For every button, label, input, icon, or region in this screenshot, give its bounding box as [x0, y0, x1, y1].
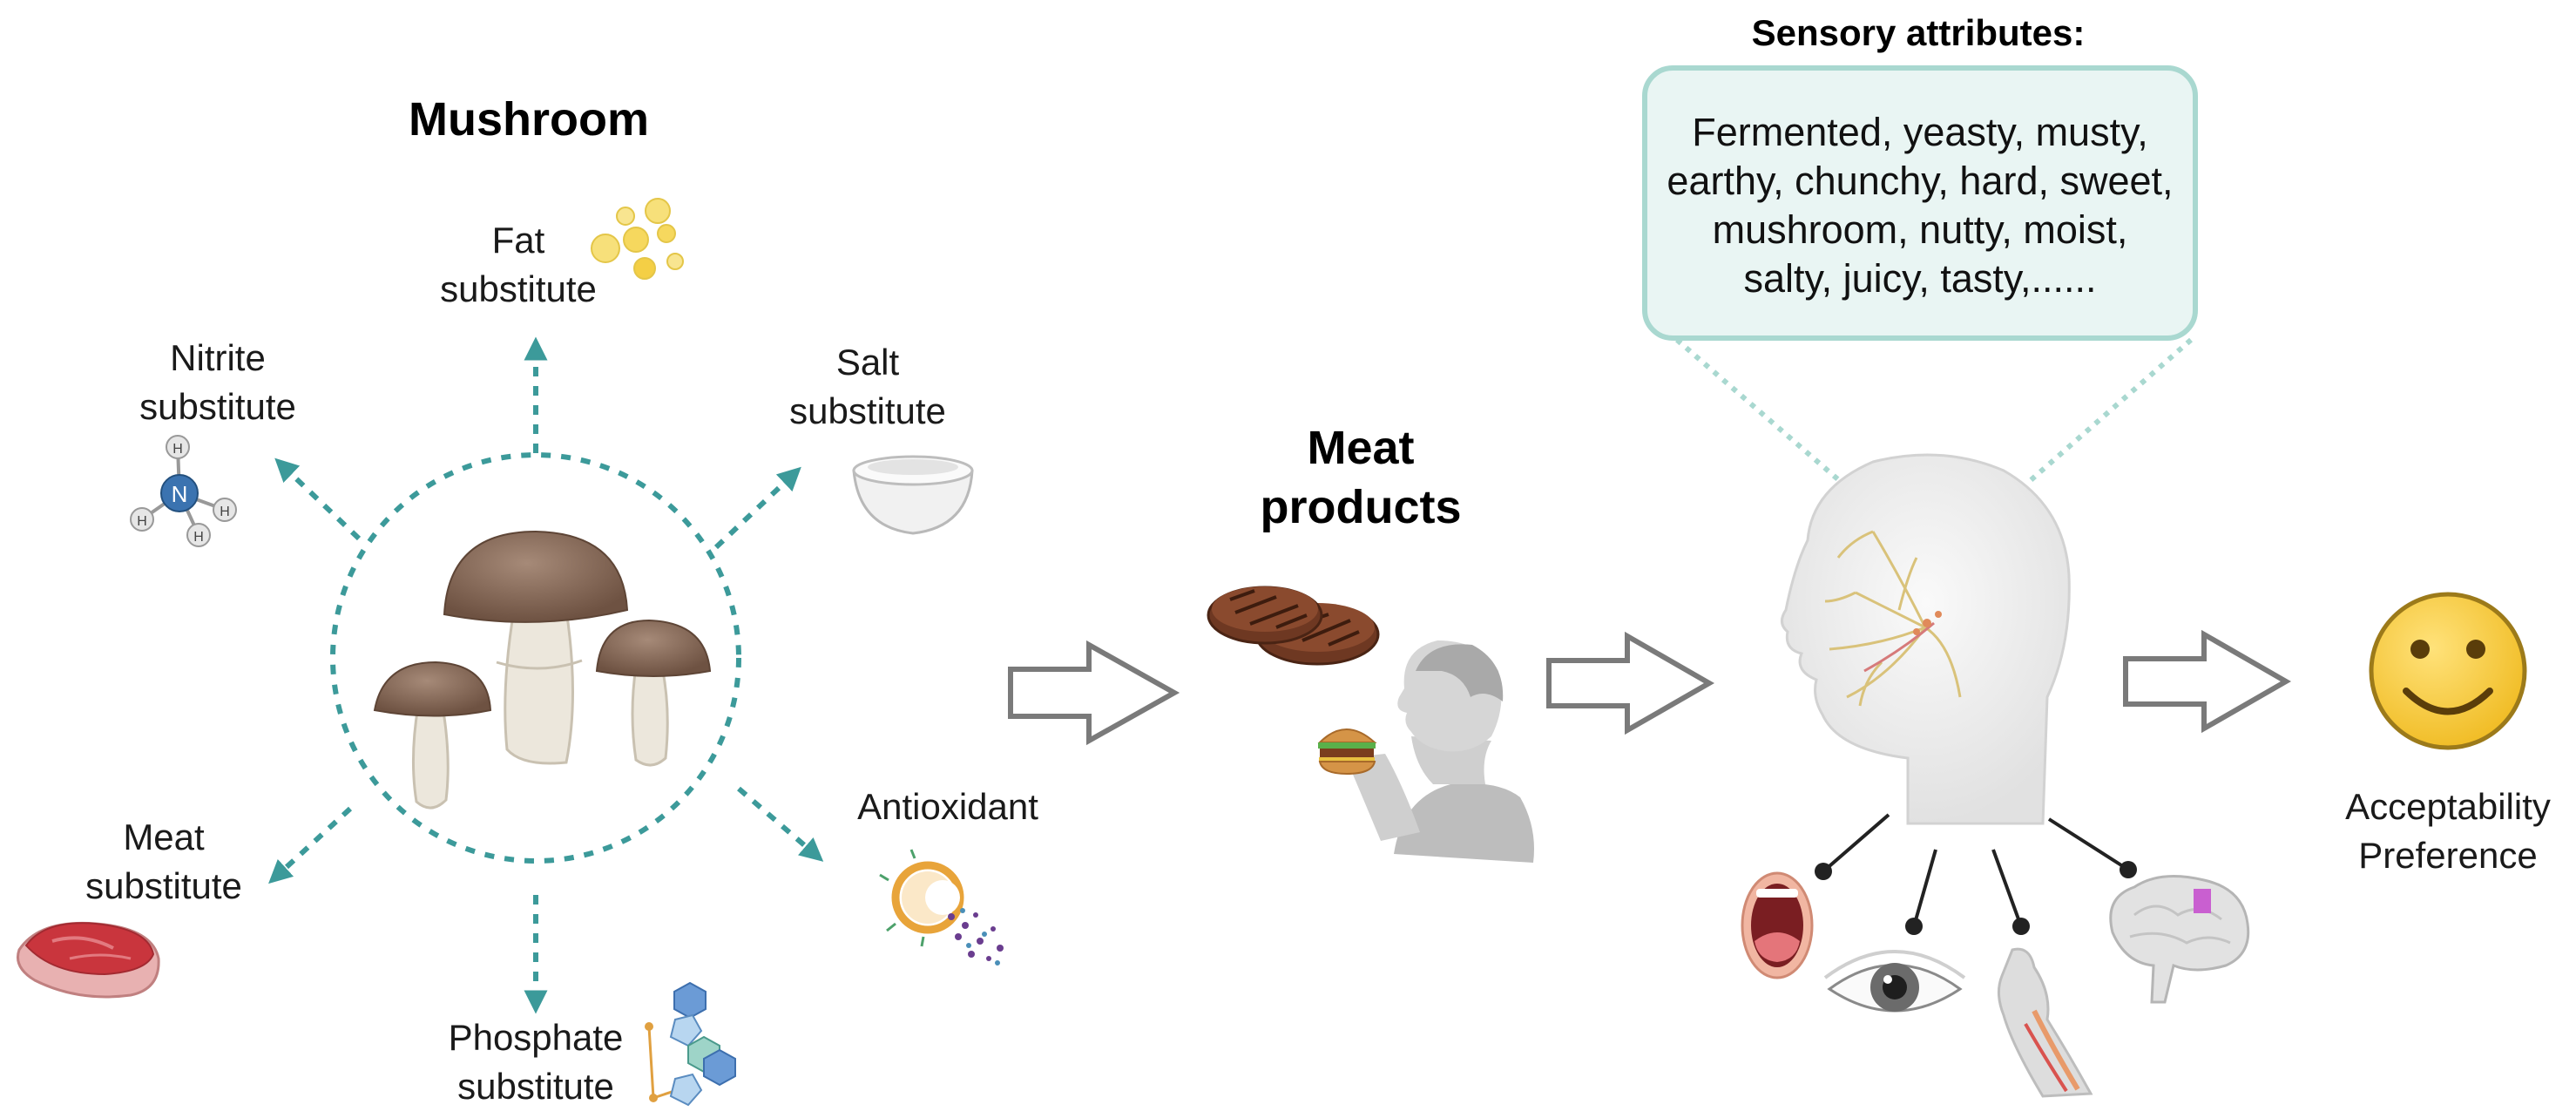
raw-steak-icon	[17, 921, 160, 999]
arrow-to-nitrite	[274, 457, 362, 541]
atom-n: N	[172, 481, 188, 507]
salt-substitute-label-2: substitute	[789, 390, 946, 431]
arrow-to-salt	[713, 466, 801, 550]
sensory-title: Sensory attributes:	[1752, 12, 2086, 53]
atom-h-3: H	[220, 505, 230, 519]
burger-patties-icon	[1207, 586, 1380, 666]
fat-substitute-label-1: Fat	[492, 220, 545, 261]
flow-arrow-1	[1008, 640, 1180, 746]
mushrooms-icon	[373, 530, 712, 810]
atom-h-2: H	[137, 514, 147, 529]
ammonium-molecule-icon: N H H H H	[130, 435, 237, 547]
salt-bowl-icon	[852, 455, 974, 535]
phosphate-substitute-label-2: substitute	[457, 1066, 614, 1107]
sensory-attribute-line-1: Fermented, yeasty, musty,	[1692, 110, 2148, 154]
hamburger-icon	[1317, 728, 1377, 776]
callout-line-left	[1675, 337, 1842, 484]
arrow-to-meat	[268, 806, 353, 884]
salt-substitute-label-1: Salt	[836, 342, 900, 383]
smiley-face-icon	[2369, 592, 2527, 750]
sensory-attributes-box	[1642, 65, 2198, 341]
antioxidant-liposome-icon	[879, 849, 1004, 966]
atom-h-4: H	[193, 530, 204, 545]
sensory-attribute-line-4: salty, juicy, tasty,......	[1743, 256, 2096, 301]
antioxidant-label: Antioxidant	[857, 786, 1038, 827]
human-head-nerves-icon	[1781, 453, 2071, 825]
nitrite-substitute-label-2: substitute	[139, 386, 296, 427]
phosphate-molecule-icon	[645, 981, 736, 1107]
arrow-to-antioxidant	[737, 786, 824, 862]
sensory-attribute-line-2: earthy, chunchy, hard, sweet,	[1667, 159, 2173, 203]
meat-products-title-1: Meat	[1307, 422, 1414, 474]
nose-cavity-icon	[1998, 947, 2093, 1098]
sensory-attribute-line-3: mushroom, nutty, moist,	[1713, 207, 2128, 252]
mushroom-title: Mushroom	[409, 93, 649, 146]
eye-icon	[1823, 950, 1966, 1013]
nitrite-substitute-label-1: Nitrite	[170, 337, 266, 378]
acceptability-label: Acceptability	[2345, 786, 2551, 827]
mouth-icon	[1741, 871, 1814, 979]
preference-label: Preference	[2358, 835, 2537, 876]
meat-products-title-2: products	[1260, 481, 1461, 533]
fat-droplets-icon	[591, 198, 684, 280]
meat-substitute-label-1: Meat	[123, 816, 205, 857]
person-eating-icon	[1317, 640, 1534, 863]
flow-arrow-2	[1546, 631, 1715, 735]
brain-icon	[2109, 875, 2250, 1004]
mushroom-dotted-circle	[330, 452, 741, 864]
flow-arrow-3	[2123, 629, 2292, 734]
callout-line-right	[2028, 337, 2193, 484]
sense-connectors	[1815, 813, 2137, 935]
meat-substitute-label-2: substitute	[85, 865, 242, 906]
atom-h-1: H	[172, 442, 183, 457]
phosphate-substitute-label-1: Phosphate	[449, 1017, 624, 1058]
fat-substitute-label-2: substitute	[440, 268, 597, 309]
